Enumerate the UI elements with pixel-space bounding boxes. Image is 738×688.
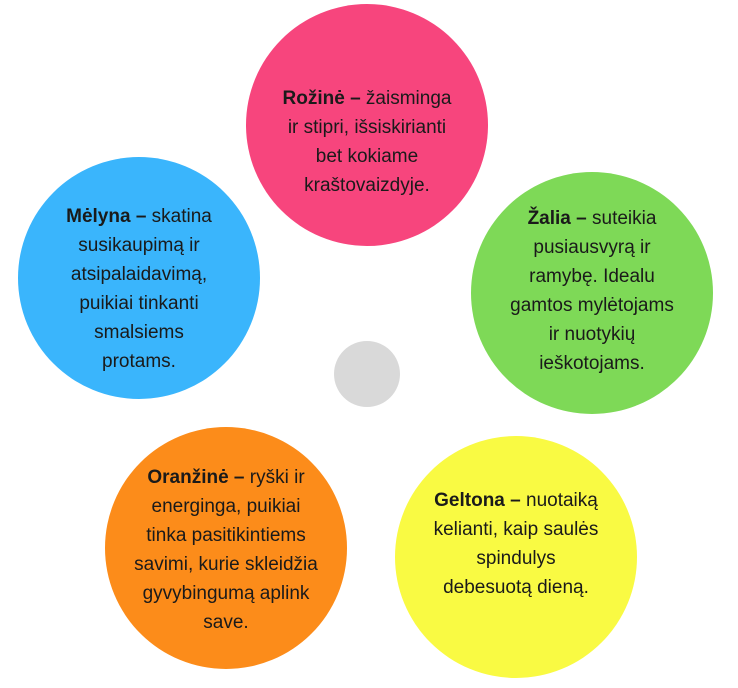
blue-line: susikaupimą ir: [78, 235, 200, 256]
pink-text: Rožinė – žaisminga ir stipri, išsiskiria…: [246, 84, 488, 200]
blue-line: protams.: [102, 351, 176, 372]
orange-first: ryški ir: [244, 467, 305, 488]
orange-circle: [105, 427, 347, 669]
pink-line: ir stipri, išsiskirianti: [287, 117, 447, 138]
green-line: ir nuotykių: [548, 324, 636, 345]
yellow-circle: [395, 436, 637, 678]
blue-circle: [18, 157, 260, 399]
orange-line: save.: [203, 612, 249, 633]
yellow-text: Geltona – nuotaiką kelianti, kaip saulės…: [395, 486, 637, 602]
green-term: Žalia –: [527, 208, 587, 229]
pink-term: Rožinė –: [282, 88, 361, 109]
blue-text: Mėlyna – skatina susikaupimą ir atsipala…: [18, 202, 260, 376]
blue-line: puikiai tinkanti: [79, 293, 199, 314]
yellow-line: spindulys: [476, 548, 556, 569]
green-text: Žalia – suteikia pusiausvyrą ir ramybę. …: [471, 204, 713, 378]
green-line: ieškotojams.: [539, 353, 645, 374]
blue-first: skatina: [146, 206, 212, 227]
green-circle: [471, 172, 713, 414]
yellow-first: nuotaiką: [520, 490, 598, 511]
orange-line: tinka pasitikintiems: [146, 525, 306, 546]
green-line: pusiausvyrą ir: [533, 237, 651, 258]
pink-circle: [246, 4, 488, 246]
orange-line: energinga, puikiai: [151, 496, 301, 517]
orange-term: Oranžinė –: [147, 467, 245, 488]
pink-first: žaisminga: [360, 88, 452, 109]
blue-term: Mėlyna –: [66, 206, 147, 227]
center-circle: [334, 341, 400, 407]
green-first: suteikia: [586, 208, 657, 229]
pink-line: bet kokiame: [315, 146, 419, 167]
yellow-line: kelianti, kaip saulės: [433, 519, 599, 540]
yellow-term: Geltona –: [434, 490, 521, 511]
yellow-line: debesuotą dieną.: [443, 577, 589, 598]
pink-line: kraštovaizdyje.: [304, 175, 430, 196]
blue-line: smalsiems: [94, 322, 184, 343]
blue-line: atsipalaidavimą,: [70, 264, 208, 285]
green-line: gamtos mylėtojams: [510, 295, 674, 316]
orange-line: savimi, kurie skleidžia: [134, 554, 318, 575]
green-line: ramybę. Idealu: [529, 266, 655, 287]
orange-text: Oranžinė – ryški ir energinga, puikiai t…: [105, 463, 347, 637]
orange-line: gyvybingumą aplink: [142, 583, 310, 604]
